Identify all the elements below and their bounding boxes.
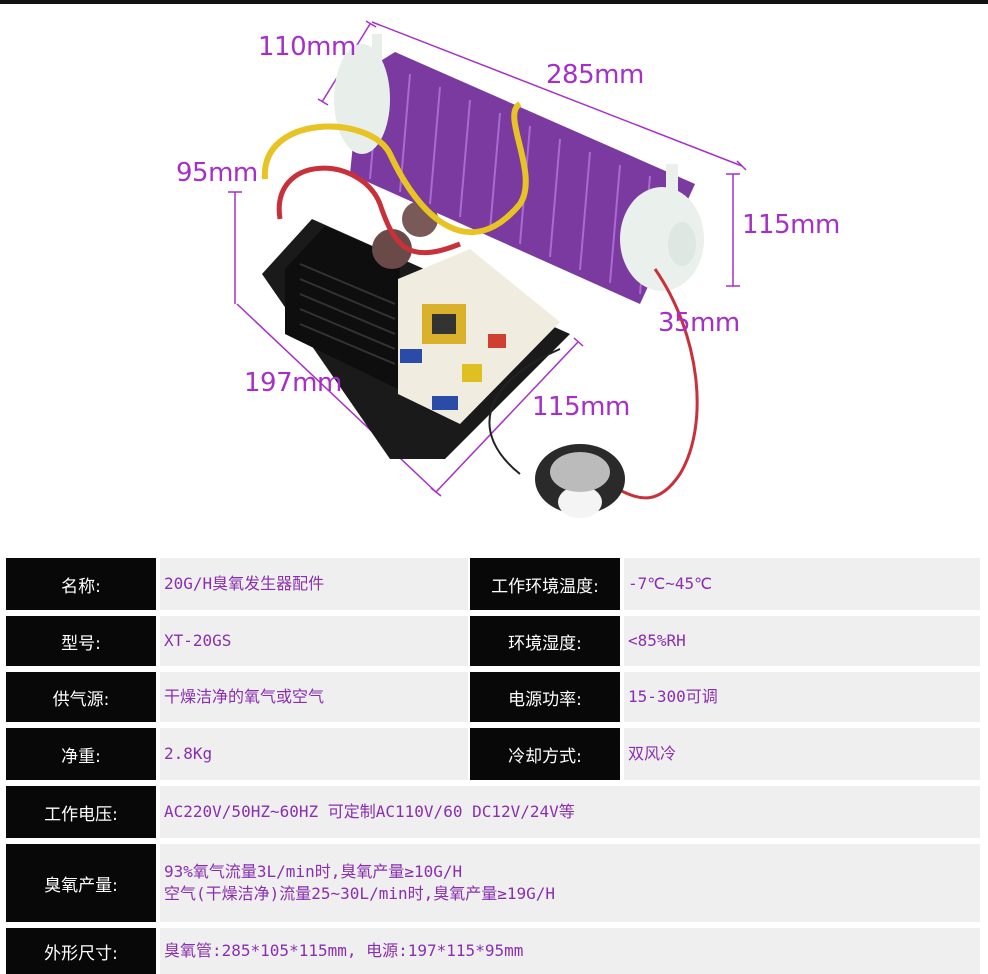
spec-row-model: 型号: XT-20GS 环境湿度: <85%RH — [6, 616, 980, 666]
power-heatsink — [285, 226, 400, 389]
red-wire — [276, 165, 461, 256]
spec-label: 臭氧产量: — [6, 844, 156, 922]
spec-value: AC220V/50HZ~60HZ 可定制AC110V/60 DC12V/24V等 — [160, 786, 980, 838]
spec-value: 20G/H臭氧发生器配件 — [160, 558, 468, 610]
black-control-wire — [488, 348, 561, 475]
dimension-95mm: 95mm — [176, 158, 258, 188]
dimension-110mm: 110mm — [258, 32, 356, 62]
top-border — [0, 0, 988, 4]
spec-value: 93%氧气流量3L/min时,臭氧产量≥10G/H 空气(干燥洁净)流量25~3… — [160, 844, 980, 922]
yellow-wire — [261, 101, 529, 236]
output-line-oxygen: 93%氧气流量3L/min时,臭氧产量≥10G/H — [164, 862, 463, 881]
red-control-wire — [609, 268, 699, 500]
spec-row-size: 外形尺寸: 臭氧管:285*105*115mm, 电源:197*115*95mm — [6, 928, 980, 974]
spec-value: <85%RH — [624, 616, 980, 666]
spec-label: 冷却方式: — [470, 728, 620, 780]
spec-label: 工作电压: — [6, 786, 156, 838]
product-figure: 110mm 285mm 95mm 115mm 35mm 197mm 115mm — [0, 4, 988, 552]
circuit-board — [398, 249, 560, 424]
spec-row-name: 名称: 20G/H臭氧发生器配件 工作环境温度: -7℃~45℃ — [6, 558, 980, 610]
capacitor — [372, 229, 412, 269]
spec-row-gas: 供气源: 干燥洁净的氧气或空气 电源功率: 15-300可调 — [6, 672, 980, 722]
spec-label: 环境湿度: — [470, 616, 620, 666]
dimension-35mm: 35mm — [658, 308, 740, 338]
spec-value: 双风冷 — [624, 728, 980, 780]
spec-row-weight: 净重: 2.8Kg 冷却方式: 双风冷 — [6, 728, 980, 780]
dimension-197mm: 197mm — [244, 368, 342, 398]
spec-row-voltage: 工作电压: AC220V/50HZ~60HZ 可定制AC110V/60 DC12… — [6, 786, 980, 838]
spec-label: 外形尺寸: — [6, 928, 156, 974]
spec-row-output: 臭氧产量: 93%氧气流量3L/min时,臭氧产量≥10G/H 空气(干燥洁净)… — [6, 844, 980, 922]
spec-value: 2.8Kg — [160, 728, 468, 780]
spec-label: 净重: — [6, 728, 156, 780]
dimension-115mm-width: 115mm — [532, 392, 630, 422]
spec-label: 型号: — [6, 616, 156, 666]
ozone-tube-fins — [350, 52, 695, 304]
spec-label: 供气源: — [6, 672, 156, 722]
spec-label: 工作环境温度: — [470, 558, 620, 610]
spec-value: 臭氧管:285*105*115mm, 电源:197*115*95mm — [160, 928, 980, 974]
ozone-generator-illustration — [228, 20, 747, 518]
spec-value: -7℃~45℃ — [624, 558, 980, 610]
dimension-285mm: 285mm — [546, 60, 644, 90]
spec-value: XT-20GS — [160, 616, 468, 666]
spec-label: 电源功率: — [470, 672, 620, 722]
dimension-lines — [228, 20, 747, 497]
spec-value: 干燥洁净的氧气或空气 — [160, 672, 468, 722]
spec-label: 名称: — [6, 558, 156, 610]
output-line-air: 空气(干燥洁净)流量25~30L/min时,臭氧产量≥19G/H — [164, 884, 556, 903]
spec-value: 15-300可调 — [624, 672, 980, 722]
dimension-115mm-height: 115mm — [742, 210, 840, 240]
